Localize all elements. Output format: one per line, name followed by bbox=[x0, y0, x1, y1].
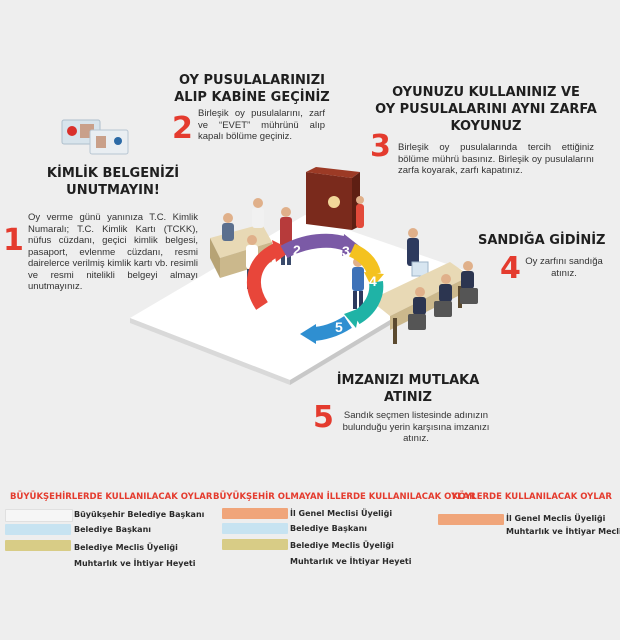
ballot-box bbox=[411, 261, 429, 277]
voting-booth bbox=[306, 167, 360, 230]
legend-2-item-3: Belediye Meclis Üyeliği bbox=[290, 541, 394, 550]
ballot-swatch bbox=[222, 508, 288, 519]
legend-2-item-1: İl Genel Meclisi Üyeliği bbox=[290, 509, 393, 518]
step-2-body: Birleşik oy pusulalarını, zarf ve “EVET”… bbox=[198, 108, 325, 142]
legend-1-item-2: Belediye Başkanı bbox=[74, 525, 151, 534]
step-4-body: Oy zarfını sandığa atınız. bbox=[525, 256, 603, 279]
legend-1-item-4: Muhtarlık ve İhtiyar Heyeti bbox=[74, 559, 196, 568]
diagram-number-4: 4 bbox=[369, 273, 377, 289]
diagram-number-2: 2 bbox=[293, 242, 301, 258]
step-5-body: Sandık seçmen listesinde adınızın bulund… bbox=[342, 410, 490, 444]
step-5-title: İMZANIZI MUTLAKA ATINIZ bbox=[336, 373, 480, 405]
step-4-title: SANDIĞA GİDİNİZ bbox=[478, 233, 606, 248]
step-4-number: 4 bbox=[500, 251, 521, 286]
step-5-number: 5 bbox=[313, 400, 334, 435]
diagram-number-5: 5 bbox=[335, 319, 343, 335]
step-1-number: 1 bbox=[3, 223, 24, 258]
ballot-swatch bbox=[5, 540, 71, 551]
legend-1-item-3: Belediye Meclis Üyeliği bbox=[74, 543, 178, 552]
legend-3-item-2: Muhtarlık ve İhtiyar Meclisi bbox=[506, 527, 620, 536]
flow-arrows bbox=[247, 233, 384, 344]
diagram-number-1: 1 bbox=[262, 274, 270, 290]
legend-1-title: BÜYÜKŞEHİRLERDE KULLANILACAK OYLAR bbox=[10, 492, 213, 502]
ballot-swatch bbox=[222, 539, 288, 550]
officials-table bbox=[370, 261, 478, 344]
legend-1-item-1: Büyükşehir Belediye Başkanı bbox=[74, 510, 205, 519]
legend-3-item-1: İl Genel Meclis Üyeliği bbox=[506, 514, 606, 523]
step-3-title: OYUNUZU KULLANINIZ VE OY PUSULALARINI AY… bbox=[375, 85, 597, 134]
legend-2-title: BÜYÜKŞEHİR OLMAYAN İLLERDE KULLANILACAK … bbox=[213, 492, 476, 502]
step-1-body: Oy verme günü yanınıza T.C. Kimlik Numar… bbox=[28, 212, 198, 292]
step-1-title: KİMLİK BELGENİZİ UNUTMAYIN! bbox=[46, 166, 180, 198]
ballot-swatch bbox=[5, 524, 71, 535]
ballot-swatch bbox=[438, 514, 504, 525]
step-3-number: 3 bbox=[370, 129, 391, 164]
floor-platform bbox=[130, 215, 470, 380]
legend-3-title: KÖYLERDE KULLANILACAK OYLAR bbox=[452, 492, 612, 502]
ballot-swatch bbox=[5, 509, 73, 522]
legend-2-item-4: Muhtarlık ve İhtiyar Heyeti bbox=[290, 557, 412, 566]
legend-2-item-2: Belediye Başkanı bbox=[290, 524, 367, 533]
ballot-swatch bbox=[222, 523, 288, 534]
step-3-body: Birleşik oy pusulalarında tercih ettiğin… bbox=[398, 142, 594, 176]
step-2-number: 2 bbox=[172, 111, 193, 146]
diagram-number-3: 3 bbox=[342, 243, 350, 259]
step-2-title: OY PUSULALARINIZI ALIP KABİNE GEÇİNİZ bbox=[174, 73, 330, 105]
id-card-icon bbox=[61, 119, 129, 155]
